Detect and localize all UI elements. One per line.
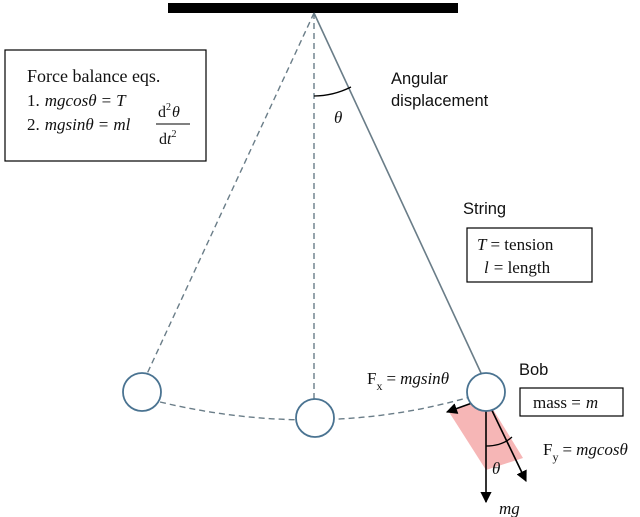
force-balance-box xyxy=(4,49,207,162)
bob-label: Bob xyxy=(519,361,548,379)
force-eq2: 2.mgsinθ=ml xyxy=(27,115,131,134)
mg-label: mg xyxy=(499,499,520,517)
string-info-box xyxy=(466,227,593,283)
force-eq1: 1.mgcosθ=T xyxy=(27,91,127,110)
mass-box xyxy=(519,387,624,417)
force-theta: θ xyxy=(492,459,500,478)
deriv-numerator: d2θ xyxy=(158,102,180,121)
tension-text: T= tension xyxy=(477,235,554,254)
string-left-dashed xyxy=(145,12,315,377)
angle-theta: θ xyxy=(334,108,342,127)
mass-text: mass =m xyxy=(533,393,598,412)
bob-center xyxy=(295,398,335,438)
fx-label: Fx=mgsinθ xyxy=(367,369,449,393)
ceiling-bar xyxy=(168,3,458,13)
bob-left xyxy=(122,372,162,412)
force-balance-title: Force balance eqs. xyxy=(27,66,160,86)
deriv-denominator: dt2 xyxy=(159,129,176,148)
fy-arrow xyxy=(485,397,527,483)
fy-label: Fy=mgcosθ xyxy=(543,440,628,464)
swing-arc xyxy=(159,396,471,421)
angle-arc-top xyxy=(313,86,352,97)
bob-right xyxy=(466,372,506,412)
angle-arc-bob xyxy=(485,436,513,447)
angular-label-line1: Angular xyxy=(391,70,448,88)
angular-label-line2: displacement xyxy=(391,92,489,110)
string-line xyxy=(313,12,482,374)
length-text: l= length xyxy=(484,258,551,277)
string-label: String xyxy=(463,200,506,218)
